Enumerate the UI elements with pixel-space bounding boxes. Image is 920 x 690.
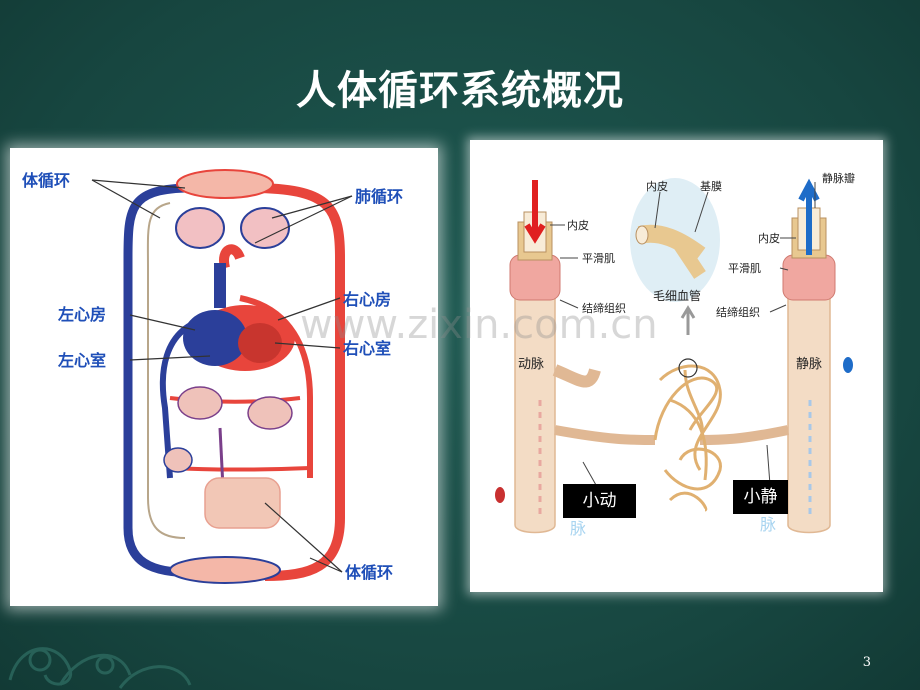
label-basement: 基膜 — [700, 180, 722, 193]
label-smooth-muscle-right: 平滑肌 — [728, 262, 761, 275]
label-box-venule: 小静 — [733, 480, 788, 514]
capillary-highlight-circle — [678, 358, 698, 378]
corner-ornament — [8, 647, 192, 689]
circulation-diagram: 体循环 肺循环 左心房 右心房 左心室 右心室 体循环 — [22, 169, 403, 584]
label-left-ventricle: 左心室 — [57, 351, 106, 370]
capillary-detail-tube — [635, 224, 706, 279]
label-systemic-top: 体循环 — [22, 171, 70, 190]
zoom-arrow — [680, 305, 696, 335]
label-capillary: 毛细血管 — [653, 288, 701, 303]
heart — [183, 244, 295, 371]
capillary-network — [653, 364, 722, 512]
label-pulmonary: 肺循环 — [355, 187, 403, 206]
page-title: 人体循环系统概况 — [296, 68, 624, 114]
label-connective-left: 结缔组织 — [582, 301, 626, 315]
label-endothelium-mid: 内皮 — [646, 179, 668, 193]
label-connective-right: 结缔组织 — [716, 305, 760, 319]
circulation-diagram-panel: 体循环 肺循环 左心房 右心房 左心室 右心室 体循环 — [10, 148, 438, 606]
label-venule-faded: 脉 — [760, 515, 776, 534]
vessel-structure-diagram: 内皮 平滑肌 结缔组织 动脉 内皮 基膜 毛细血管 静脉瓣 内皮 平滑肌 结缔组… — [495, 171, 855, 538]
leader-lines — [91, 179, 353, 573]
label-box-arteriole: 小动 — [563, 484, 636, 518]
leader-lines-right — [550, 182, 816, 486]
label-endothelium-right: 内皮 — [758, 231, 780, 245]
capillary-beds — [163, 169, 293, 584]
watermark: www.zixin.com.cn — [300, 302, 658, 348]
label-smooth-muscle-left: 平滑肌 — [582, 252, 615, 265]
vessel-structure-panel: 内皮 平滑肌 结缔组织 动脉 内皮 基膜 毛细血管 静脉瓣 内皮 平滑肌 结缔组… — [470, 140, 883, 592]
label-valve: 静脉瓣 — [822, 171, 855, 185]
page-number: 3 — [862, 655, 871, 670]
label-right-atrium: 右心房 — [343, 290, 391, 309]
vein — [699, 178, 853, 534]
label-artery: 动脉 — [518, 357, 544, 372]
label-endothelium-left: 内皮 — [567, 218, 589, 232]
artery — [495, 180, 656, 534]
label-left-atrium: 左心房 — [57, 305, 106, 324]
label-systemic-bottom: 体循环 — [345, 563, 393, 582]
label-right-ventricle: 右心室 — [343, 339, 391, 358]
label-vein: 静脉 — [796, 357, 822, 372]
label-arteriole-faded: 脉 — [570, 519, 586, 538]
